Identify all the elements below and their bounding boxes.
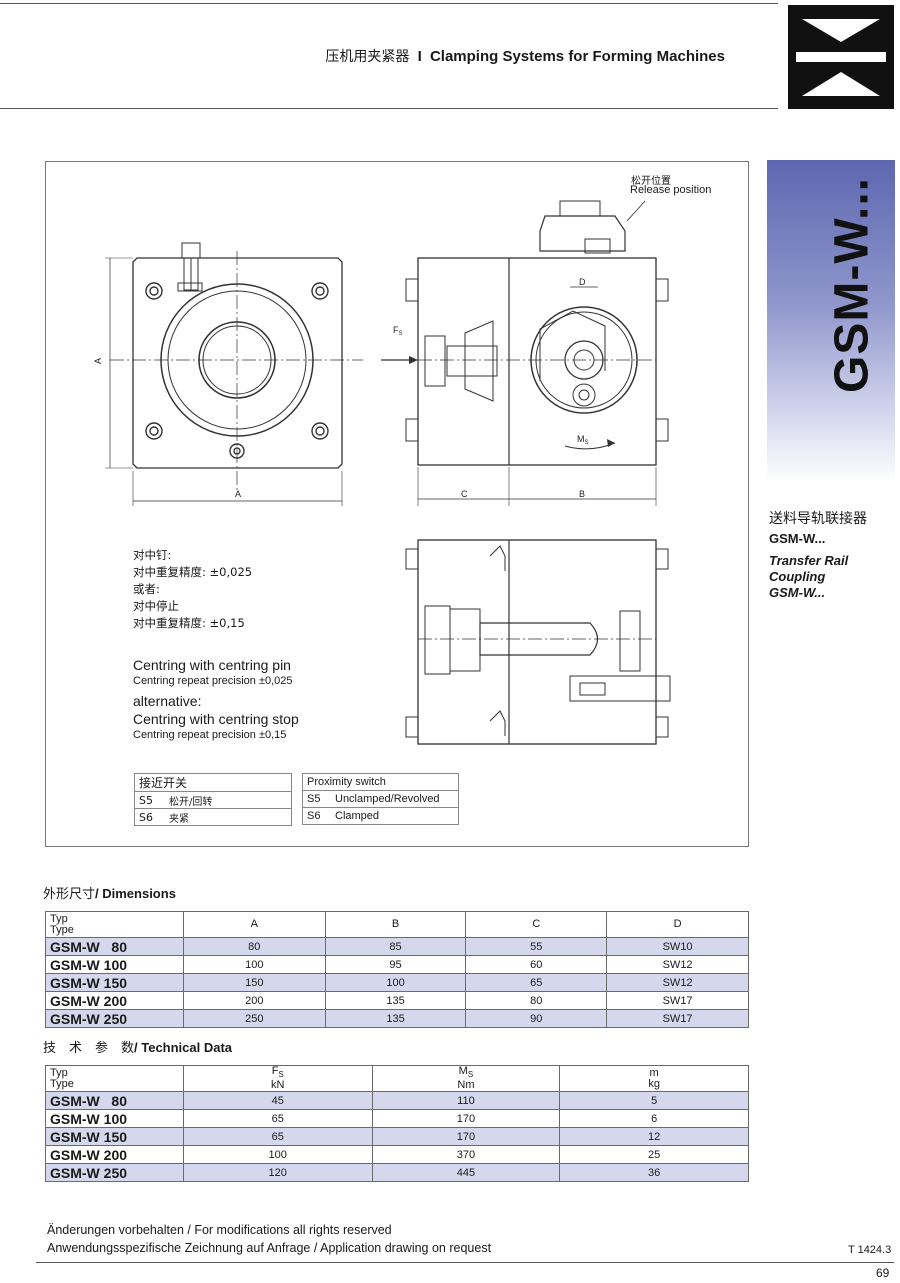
product-vertical-title: GSM-W... <box>812 165 892 405</box>
table-row: GSM-W 100 65 170 6 <box>45 1109 749 1129</box>
proximity-switch-table-cn: 接近开关 S5 松开/回转 S6 夹紧 <box>134 773 292 826</box>
product-name-en-line2: Coupling <box>769 569 826 584</box>
centring-note-cn-2: 对中重复精度: ±0,025 <box>133 565 253 579</box>
footer-line-1: Änderungen vorbehalten / For modificatio… <box>47 1223 392 1237</box>
col-c: C <box>465 911 608 938</box>
table-row: GSM-W 100 100 95 60 SW12 <box>45 955 749 974</box>
product-name-en-line1: Transfer Rail <box>769 553 849 568</box>
footer-rule <box>36 1262 894 1263</box>
header-title-cn: 压机用夹紧器 <box>325 49 410 65</box>
table-row: GSM-W 150 150 100 65 SW12 <box>45 973 749 992</box>
footer-line-2: Anwendungsspezifische Zeichnung auf Anfr… <box>47 1241 492 1255</box>
switch-en-header: Proximity switch <box>302 773 459 791</box>
product-code: GSM-W... <box>769 531 826 546</box>
centring-note-cn-1: 对中钉: <box>133 548 172 562</box>
dim-label-d: D <box>579 277 586 287</box>
table-row: GSM-W 250 120 445 36 <box>45 1163 749 1183</box>
centring-note-cn-3: 或者: <box>133 582 160 596</box>
table-row: GSM-W 200 100 370 25 <box>45 1145 749 1165</box>
torque-label-ms: MS <box>577 434 589 446</box>
brand-logo <box>788 5 894 109</box>
centring-note-en-1: Centring with centring pin <box>133 657 291 673</box>
page-number: 69 <box>876 1266 890 1280</box>
side-view-drawing <box>381 200 669 506</box>
table-row: S6 Clamped <box>302 807 459 825</box>
centring-note-en-4: Centring with centring stop <box>133 711 299 727</box>
dimensions-title-cn: 外形尺寸 <box>43 887 96 902</box>
release-position-cn: 松开位置 <box>631 176 671 187</box>
table-row: GSM-W 250 250 135 90 SW17 <box>45 1009 749 1028</box>
dim-label-c: C <box>461 489 468 499</box>
dim-label-a-vertical: A <box>93 358 103 364</box>
top-view-drawing <box>405 539 671 745</box>
col-d: D <box>606 911 749 938</box>
technical-title-cn: 技 术 参 数 <box>43 1041 135 1056</box>
logo-mark-icon <box>796 19 886 96</box>
product-side-band <box>767 160 895 482</box>
technical-drawing: A A C B D FS MS <box>93 200 671 745</box>
technical-drawing-frame <box>45 161 749 847</box>
table-row: S5 Unclamped/Revolved <box>302 790 459 808</box>
dim-label-b: B <box>579 489 585 499</box>
front-view-drawing <box>105 242 363 506</box>
centring-note-cn-5: 对中重复精度: ±0,15 <box>133 616 245 630</box>
table-row: GSM-W 80 45 110 5 <box>45 1091 749 1111</box>
switch-cn-header: 接近开关 <box>134 773 292 792</box>
centring-note-en-3: alternative: <box>133 693 202 709</box>
table-row: S6 夹紧 <box>134 808 292 826</box>
table-row: GSM-W 80 80 85 55 SW10 <box>45 937 749 956</box>
force-label-fs: FS <box>393 325 403 337</box>
product-name-cn: 送料导轨联接器 <box>769 511 867 527</box>
product-name-en-line3: GSM-W... <box>769 585 826 600</box>
table-row: GSM-W 200 200 135 80 SW17 <box>45 991 749 1010</box>
dimensions-section-title: 外形尺寸/ Dimensions <box>43 883 176 902</box>
table-row: GSM-W 150 65 170 12 <box>45 1127 749 1147</box>
page-header-title: 压机用夹紧器 I Clamping Systems for Forming Ma… <box>0 46 725 66</box>
product-vertical-title-text: GSM-W... <box>825 177 879 393</box>
col-b: B <box>324 911 467 938</box>
header-title-en: Clamping Systems for Forming Machines <box>429 48 725 65</box>
centring-note-en-5: Centring repeat precision ±0,15 <box>133 729 287 741</box>
centring-note-en-2: Centring repeat precision ±0,025 <box>133 675 293 687</box>
footer-notes: Änderungen vorbehalten / For modificatio… <box>47 1221 491 1257</box>
header-separator: I <box>417 48 422 65</box>
centring-notes-cn: 对中钉: 对中重复精度: ±0,025 或者: 对中停止 对中重复精度: ±0,… <box>133 547 252 632</box>
technical-section-title: 技 术 参 数/ Technical Data <box>43 1037 232 1056</box>
header-top-rule <box>0 3 778 4</box>
centring-notes-en: Centring with centring pin Centring repe… <box>133 656 299 743</box>
dimensions-title-en: / Dimensions <box>95 886 176 901</box>
proximity-switch-table-en: Proximity switch S5 Unclamped/Revolved S… <box>302 773 459 825</box>
table-row: S5 松开/回转 <box>134 791 292 809</box>
product-name-en: Transfer Rail Coupling GSM-W... <box>769 553 848 601</box>
col-a: A <box>182 911 326 938</box>
release-position-en: Release position <box>630 184 712 196</box>
centring-note-cn-4: 对中停止 <box>133 599 179 613</box>
header-bottom-rule <box>0 108 778 109</box>
document-reference: T 1424.3 <box>848 1244 892 1256</box>
technical-title-en: / Technical Data <box>134 1040 233 1055</box>
dim-label-a-horizontal: A <box>235 489 241 499</box>
